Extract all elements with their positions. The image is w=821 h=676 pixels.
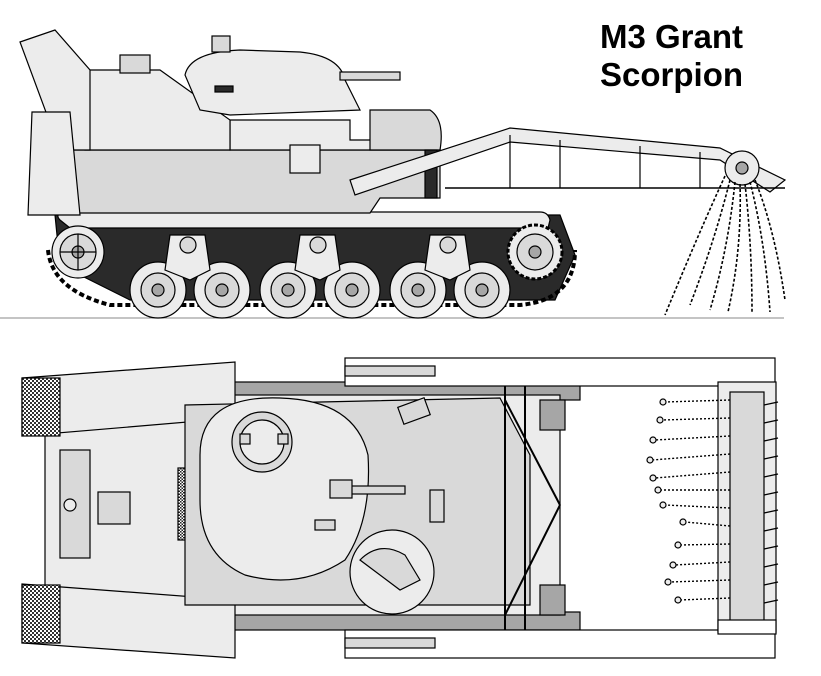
rear-box-lower [27, 111, 81, 216]
cupola [211, 35, 231, 53]
drive-sprocket [506, 223, 564, 281]
side-view [0, 29, 787, 319]
idler-wheel [51, 225, 105, 279]
drum-lugs [763, 401, 779, 604]
title-line-1: M3 Grant [600, 18, 744, 55]
mesh-panel-upper [21, 377, 61, 437]
deck-box [119, 54, 151, 74]
sponson-mount [369, 109, 442, 151]
mesh-panel-lower [21, 584, 61, 644]
flail-boom [349, 127, 787, 196]
side-door [289, 144, 321, 174]
top-view [21, 357, 779, 659]
filler-cap [97, 491, 131, 525]
track-links [57, 211, 551, 229]
flail-chains [664, 175, 786, 316]
road-wheels [129, 261, 511, 319]
flail-chains-top [651, 399, 731, 601]
title-line-2: Scorpion [600, 56, 744, 93]
hatch-mid [429, 489, 445, 523]
vision-slit [214, 85, 234, 93]
drawing-title: M3 Grant Scorpion [600, 18, 800, 94]
track-band [46, 249, 577, 307]
bogie-units [164, 234, 471, 281]
small-box [314, 519, 336, 531]
chain-weights [646, 398, 687, 604]
turret-gun [339, 71, 401, 81]
turret-side [184, 49, 361, 116]
turret-gun-top [349, 485, 406, 495]
hatch-upper [396, 396, 432, 426]
